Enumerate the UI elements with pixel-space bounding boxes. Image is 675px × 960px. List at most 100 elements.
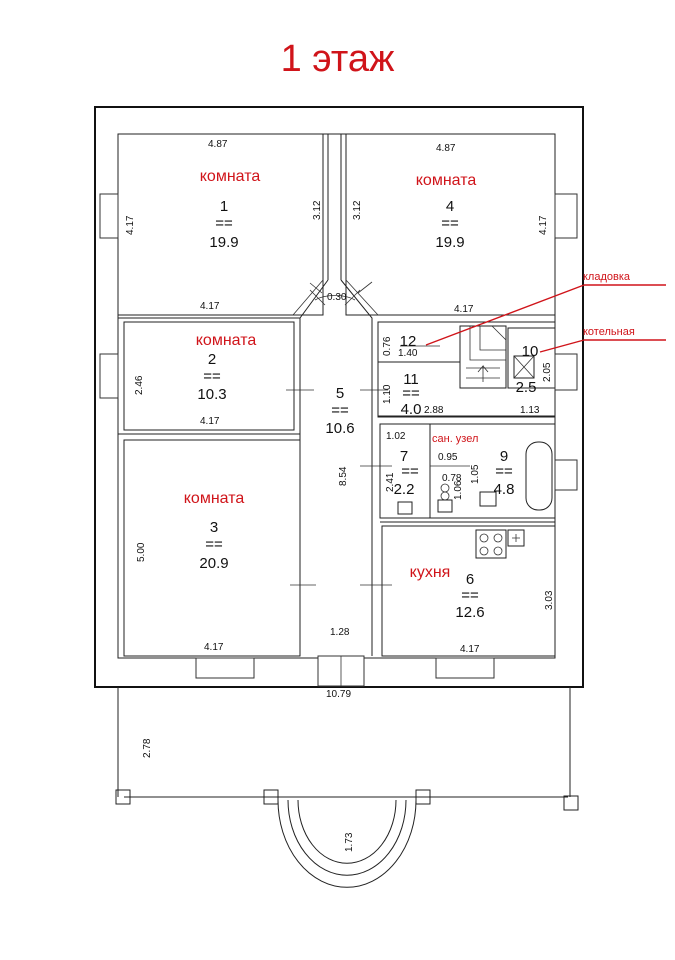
room-7-area: 2.2 (394, 481, 415, 498)
bathroom-label: сан. узел (432, 433, 478, 445)
dim-label: 4.17 (200, 301, 220, 312)
cross-mark (344, 289, 361, 306)
bidet (479, 491, 497, 507)
dim-label: 1.02 (386, 431, 406, 442)
toilet-icon (440, 491, 450, 501)
room-7-number: 7 (400, 448, 408, 465)
corridor-wall-right (340, 279, 373, 656)
room-4-area: 19.9 (435, 234, 464, 251)
room-9-area: 4.8 (494, 481, 515, 498)
dim-label: 1.06 (453, 480, 464, 500)
stairs-steps (466, 325, 507, 379)
burner-icon (493, 533, 503, 543)
area-separator: == (205, 536, 223, 553)
dim-label: 4.17 (125, 215, 136, 235)
dim-label: 1.40 (398, 348, 418, 359)
dim-label: 4.17 (460, 644, 480, 655)
dim-label: 2.41 (385, 472, 396, 492)
porch-step (277, 799, 417, 888)
dim-label: 0.76 (382, 336, 393, 356)
sink (397, 501, 413, 515)
dim-label: 10.79 (326, 689, 351, 700)
room-5-number: 5 (336, 385, 344, 402)
porch-step (287, 799, 407, 876)
room-1-area: 19.9 (209, 234, 238, 251)
room-4-number: 4 (446, 198, 454, 215)
arch (314, 295, 356, 301)
dim-label: 0.78 (442, 473, 462, 484)
dim-label: 1.28 (330, 627, 350, 638)
column (563, 795, 579, 811)
dim-label: 2.46 (134, 375, 145, 395)
room-1-label: комната (200, 168, 261, 185)
storage-leader-line (425, 284, 585, 346)
room-2-outline (123, 321, 295, 431)
room-2-label: комната (196, 332, 257, 349)
room-6-number: 6 (466, 571, 474, 588)
area-separator: == (495, 463, 513, 480)
room-6-outline (381, 525, 556, 657)
dim-label: 1.10 (382, 384, 393, 404)
window (195, 657, 255, 679)
column (263, 789, 279, 805)
dim-label: 3.12 (312, 200, 323, 220)
storage-label: кладовка (583, 271, 631, 283)
dim-label: 1.73 (344, 832, 355, 852)
dim-label: 4.87 (436, 143, 456, 154)
room-10-number: 10 (522, 343, 539, 360)
room-2-number: 2 (208, 351, 216, 368)
area-separator: == (331, 402, 349, 419)
cross-mark (309, 289, 326, 306)
dim-label: 4.87 (208, 139, 228, 150)
window (99, 353, 119, 399)
window (435, 657, 495, 679)
boiler-cross-icon (513, 355, 535, 379)
area-separator: == (402, 385, 420, 402)
cross-mark (309, 282, 323, 294)
room-2-area: 10.3 (197, 386, 226, 403)
area-separator: == (215, 215, 233, 232)
plus-icon (512, 534, 520, 542)
dim-label: 4.17 (204, 642, 224, 653)
stairs-arrow-icon (477, 364, 489, 382)
kitchen-sink (507, 529, 525, 547)
dim-label: 0.95 (438, 452, 458, 463)
boiler-label: котельная (583, 326, 635, 338)
burner-icon (493, 546, 503, 556)
boiler-leader-line (539, 339, 585, 353)
bathtub (525, 441, 553, 511)
room-4-label: комната (416, 172, 477, 189)
page-title: 1 этаж (280, 38, 395, 80)
cross-mark (357, 281, 373, 294)
dim-label: 3.03 (544, 590, 555, 610)
dim-label: 2.78 (142, 738, 153, 758)
area-separator: == (441, 215, 459, 232)
room-3-outline (123, 439, 301, 657)
room-1-number: 1 (220, 198, 228, 215)
corridor-wall-left (299, 279, 329, 656)
stairs (459, 325, 507, 389)
room-5-area: 10.6 (325, 420, 354, 437)
window (554, 459, 578, 491)
corridor-wall-left-outer (292, 279, 324, 316)
room-3-area: 20.9 (199, 555, 228, 572)
area-separator: == (203, 368, 221, 385)
column (115, 789, 131, 805)
burner-icon (479, 546, 489, 556)
stove (475, 529, 507, 559)
dim-label: 2.05 (542, 362, 553, 382)
dim-label: 8.54 (338, 466, 349, 486)
room-10-area: 2.5 (516, 379, 537, 396)
window (554, 353, 578, 391)
window (554, 193, 578, 239)
room-12-number: 12 (400, 333, 417, 350)
dim-label: 5.00 (136, 542, 147, 562)
room-11-area: 4.0 (401, 401, 422, 418)
window (99, 193, 119, 239)
porch-step (297, 799, 397, 864)
room-3-number: 3 (210, 519, 218, 536)
corridor-wall-right-outer (345, 279, 379, 316)
toilet-icon (440, 483, 450, 493)
column (415, 789, 431, 805)
